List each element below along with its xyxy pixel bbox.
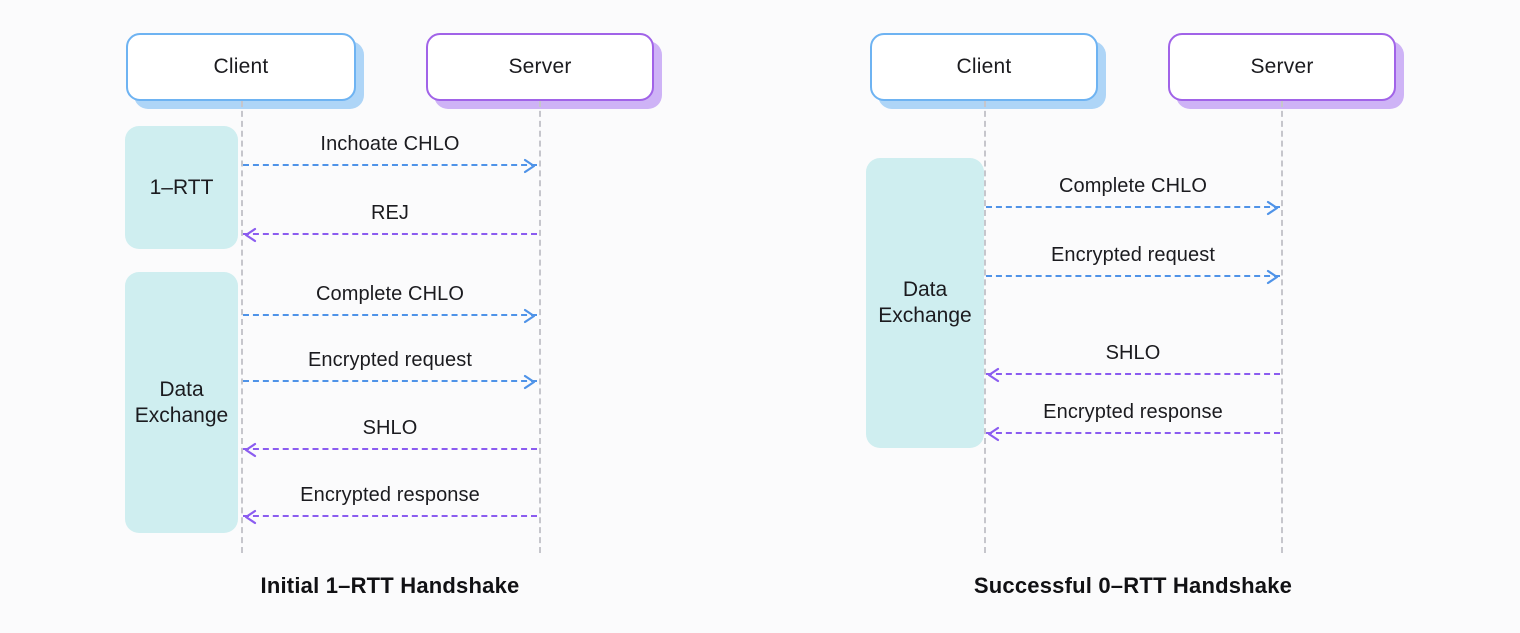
message-line	[243, 164, 537, 166]
message-label: Complete CHLO	[315, 283, 465, 305]
arrow-left-icon	[241, 509, 257, 525]
message-client-to-server: Complete CHLO	[986, 162, 1280, 216]
message-client-to-server: Encrypted request	[243, 336, 537, 390]
phase-label: Data Exchange	[134, 377, 229, 427]
diagram-initial-1-rtt: Client Server 1–RTT Data Exchange Inchoa…	[125, 33, 654, 598]
lifeline-server	[539, 101, 541, 553]
diagram-caption: Successful 0–RTT Handshake	[973, 573, 1293, 598]
actor-box-server: Server	[1168, 33, 1396, 101]
actor-label-server: Server	[508, 55, 572, 78]
message-server-to-client: Encrypted response	[243, 471, 537, 525]
actor-box-server: Server	[426, 33, 654, 101]
actor-label-server: Server	[1250, 55, 1314, 78]
diagram-caption: Initial 1–RTT Handshake	[260, 573, 520, 598]
lifeline-client	[984, 101, 986, 553]
message-line	[986, 432, 1280, 434]
lifeline-server	[1281, 101, 1283, 553]
message-label: Encrypted request	[307, 349, 472, 371]
arrow-right-icon	[1266, 200, 1282, 216]
message-client-to-server: Inchoate CHLO	[243, 120, 537, 174]
diagram-successful-0-rtt: Client Server Data Exchange Complete CHL…	[760, 0, 1520, 633]
phase-label: Data Exchange	[878, 278, 972, 327]
arrow-left-icon	[241, 442, 257, 458]
phase-box-data-exchange: Data Exchange	[125, 272, 238, 533]
arrow-left-icon	[241, 227, 257, 243]
message-label: Encrypted response	[300, 484, 480, 506]
phase-box-1-rtt: 1–RTT	[125, 126, 238, 249]
lifeline-client	[241, 101, 243, 553]
arrow-right-icon	[1266, 269, 1282, 285]
message-label: Inchoate CHLO	[320, 133, 460, 155]
message-server-to-client: SHLO	[243, 404, 537, 458]
arrow-left-icon	[984, 367, 1000, 383]
actor-label-client: Client	[956, 55, 1012, 78]
message-line	[243, 314, 537, 316]
phase-box-data-exchange: Data Exchange	[866, 158, 984, 448]
message-line	[986, 275, 1280, 277]
message-label: Complete CHLO	[1058, 175, 1208, 197]
message-client-to-server: Complete CHLO	[243, 270, 537, 324]
arrow-right-icon	[523, 308, 539, 324]
message-line	[243, 233, 537, 235]
message-client-to-server: Encrypted request	[986, 231, 1280, 285]
message-server-to-client: REJ	[243, 189, 537, 243]
message-line	[986, 373, 1280, 375]
message-server-to-client: Encrypted response	[986, 388, 1280, 442]
message-line	[986, 206, 1280, 208]
message-line	[243, 515, 537, 517]
message-line	[243, 448, 537, 450]
message-line	[243, 380, 537, 382]
message-label: Encrypted response	[1043, 401, 1223, 423]
phase-label: 1–RTT	[149, 175, 214, 199]
message-server-to-client: SHLO	[986, 329, 1280, 383]
message-label: REJ	[370, 202, 410, 224]
message-label: SHLO	[1105, 342, 1161, 364]
message-label: SHLO	[362, 417, 418, 439]
actor-label-client: Client	[213, 55, 269, 78]
message-label: Encrypted request	[1050, 244, 1215, 266]
actor-box-client: Client	[126, 33, 356, 101]
arrow-left-icon	[984, 426, 1000, 442]
arrow-right-icon	[523, 374, 539, 390]
arrow-right-icon	[523, 158, 539, 174]
actor-box-client: Client	[870, 33, 1098, 101]
